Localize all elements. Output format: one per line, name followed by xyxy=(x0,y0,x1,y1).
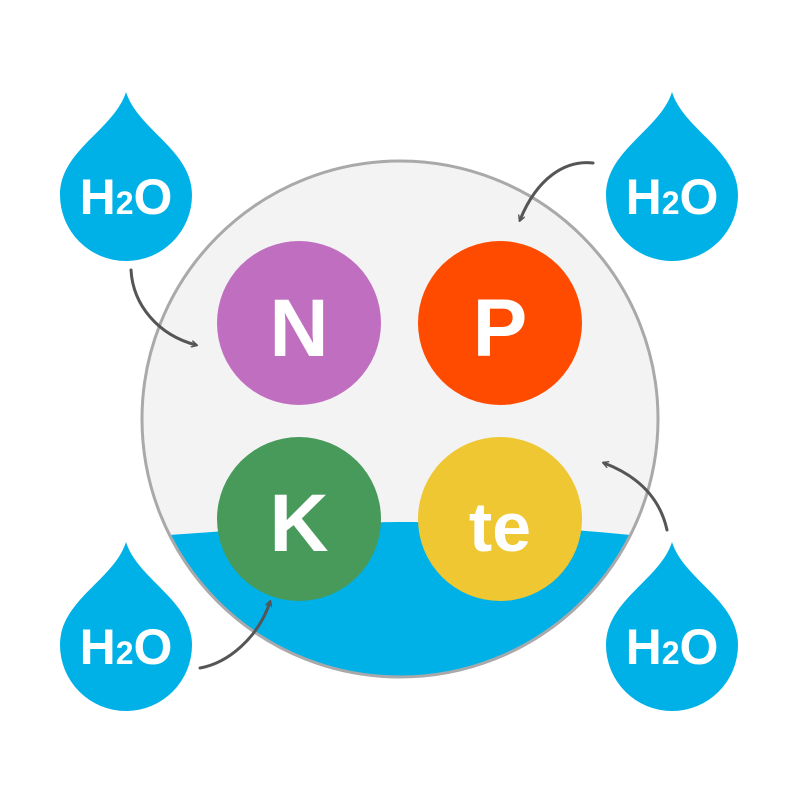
water-drop-bottom-right: H2O xyxy=(606,542,738,711)
nutrient-n: N xyxy=(217,241,381,405)
nutrient-n-label: N xyxy=(269,283,328,374)
nutrient-k: K xyxy=(217,437,381,601)
nutrient-k-circle xyxy=(217,437,381,601)
nutrient-te-label: te xyxy=(469,488,531,566)
water-region xyxy=(142,522,658,677)
vessel xyxy=(140,159,660,679)
curved-arrow-icon xyxy=(129,268,196,345)
nutrient-p-label: P xyxy=(473,283,528,374)
nutrient-te: te xyxy=(418,437,582,601)
drop-label-bottom-left: H2O xyxy=(80,619,173,675)
water-drop-icon xyxy=(606,92,738,261)
water-drop-icon xyxy=(60,542,192,711)
curved-arrow-icon xyxy=(604,463,669,532)
water-drop-bottom-left: H2O xyxy=(60,542,192,711)
arrows xyxy=(129,161,669,670)
nutrient-p-circle xyxy=(418,241,582,405)
water-drop-icon xyxy=(60,92,192,261)
drop-label-top-left: H2O xyxy=(80,169,173,225)
vessel-outline xyxy=(140,159,660,679)
curved-arrow-icon xyxy=(198,602,270,670)
water-drop-top-left: H2O xyxy=(60,92,192,261)
curved-arrow-icon xyxy=(520,161,595,220)
water-drop-top-right: H2O xyxy=(606,92,738,261)
water-drop-icon xyxy=(606,542,738,711)
nutrient-n-circle xyxy=(217,241,381,405)
nutrient-k-label: K xyxy=(269,478,328,569)
water-level-icon xyxy=(142,522,658,677)
drop-label-bottom-right: H2O xyxy=(626,619,719,675)
drop-label-top-right: H2O xyxy=(626,169,719,225)
nutrient-p: P xyxy=(418,241,582,405)
nutrient-te-circle xyxy=(418,437,582,601)
